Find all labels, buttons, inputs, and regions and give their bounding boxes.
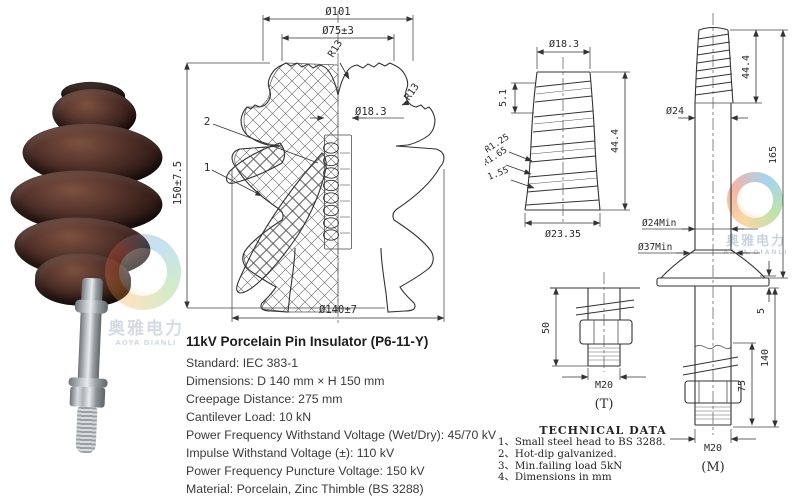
watermark-cn-right: 奥雅电力	[725, 234, 786, 249]
watermark-cn-left: 奥雅电力	[108, 319, 184, 339]
spec-impulse: Impulse Withstand Voltage (±): 110 kV	[186, 446, 395, 460]
spec-cantilever: Cantilever Load: 10 kN	[186, 410, 312, 424]
spec-standard: Standard: IEC 383-1	[186, 356, 299, 370]
dimensions: 44.4 165 Ø24 Ø24Min Ø37Min 5 75 140 M20 …	[638, 29, 788, 475]
dim-h444: 44.4	[741, 55, 752, 79]
dim-d2335: Ø23.35	[545, 228, 581, 240]
dim-h50: 50	[541, 322, 552, 334]
watermark-en-left: AOYA DIANLI	[115, 339, 177, 347]
photo-hex-nut	[69, 386, 106, 408]
dim-h165: 165	[768, 146, 779, 164]
view-label-t: (T)	[595, 397, 614, 412]
dim-r13-right: R13	[402, 82, 421, 103]
t-stud-outline	[550, 287, 640, 367]
watermark-text-right: 奥雅电力 AOYA DIANLI	[706, 230, 800, 256]
technical-data-title: TECHNICAL DATA	[539, 424, 667, 437]
dim-h150: 150±7.5	[172, 161, 184, 205]
upper-shed-section	[225, 142, 286, 184]
dim-d24min: Ø24Min	[642, 218, 676, 229]
watermark-text-left: 奥雅电力 AOYA DIANLI	[96, 314, 196, 347]
dim-m20: M20	[704, 443, 722, 454]
view-label-m: (M)	[701, 460, 724, 475]
photo-pin-stud	[75, 406, 98, 454]
spec-block: 11kV Porcelain Pin Insulator (P6-11-Y) S…	[186, 334, 498, 498]
dim-d18: Ø18.3	[549, 38, 579, 50]
thimble-thread-symbol	[323, 134, 352, 250]
thimble-thread-detail-drawing: Ø18.3 5.1 44.4 R1.25 R1.65 1.55 Ø23.35	[485, 38, 630, 240]
spec-pf-withstand: Power Frequency Withstand Voltage (Wet/D…	[186, 428, 497, 442]
part-label-2: 2	[204, 115, 211, 128]
drooping-shed-section	[236, 152, 327, 294]
dim-r13-left: R13	[326, 38, 345, 59]
spec-dimensions: Dimensions: D 140 mm × H 150 mm	[186, 374, 385, 388]
tech-note-2: 2、Hot-dip galvanized.	[498, 447, 617, 460]
dim-d101: Ø101	[325, 6, 350, 18]
dim-h140: 140	[760, 349, 771, 367]
thread-cone-outline	[524, 71, 601, 211]
dim-d75: Ø75±3	[322, 25, 354, 37]
tech-note-1: 1、Small steel head to BS 3288.	[498, 436, 666, 448]
part-label-1: 1	[204, 161, 211, 174]
photo-pin-collar	[74, 299, 109, 314]
dim-d37min: Ø37Min	[638, 242, 672, 253]
technical-data-block: TECHNICAL DATA 1、Small steel head to BS …	[498, 424, 708, 484]
dim-m20: M20	[595, 380, 613, 391]
dim-d18: Ø18.3	[355, 106, 387, 118]
dim-h5: 5	[756, 308, 767, 314]
dim-d140: Ø140±7	[319, 304, 357, 316]
main-cross-section-drawing: Ø101 Ø75±3 R13 R13 Ø18.3 150±7.5 Ø140±7 …	[172, 6, 445, 323]
tech-note-3: 3、Min.failing load 5kN	[498, 459, 623, 472]
spec-material: Material: Porcelain, Zinc Thimble (BS 32…	[186, 482, 424, 496]
dimensions: 50 M20 (T)	[541, 287, 646, 412]
watermark-logo-right	[727, 172, 783, 228]
watermark-en-right: AOYA DIANLI	[723, 249, 789, 256]
dim-pitch: 5.1	[498, 89, 509, 107]
insulator-outline	[225, 62, 445, 313]
spec-creepage: Creepage Distance: 275 mm	[186, 392, 343, 406]
product-title: 11kV Porcelain Pin Insulator (P6-11-Y)	[186, 334, 429, 349]
t-stud-drawing: 50 M20 (T)	[541, 272, 646, 412]
dim-h444: 44.4	[610, 129, 621, 153]
m-spindle-drawing: 44.4 165 Ø24 Ø24Min Ø37Min 5 75 140 M20 …	[638, 13, 788, 475]
dim-155: 1.55	[486, 165, 510, 182]
spec-puncture: Power Frequency Puncture Voltage: 150 kV	[186, 464, 425, 478]
watermark-logo-left	[105, 234, 181, 310]
dim-h75: 75	[737, 380, 748, 392]
dim-d24: Ø24	[666, 105, 684, 117]
tech-note-4: 4、Dimensions in mm	[498, 471, 612, 484]
